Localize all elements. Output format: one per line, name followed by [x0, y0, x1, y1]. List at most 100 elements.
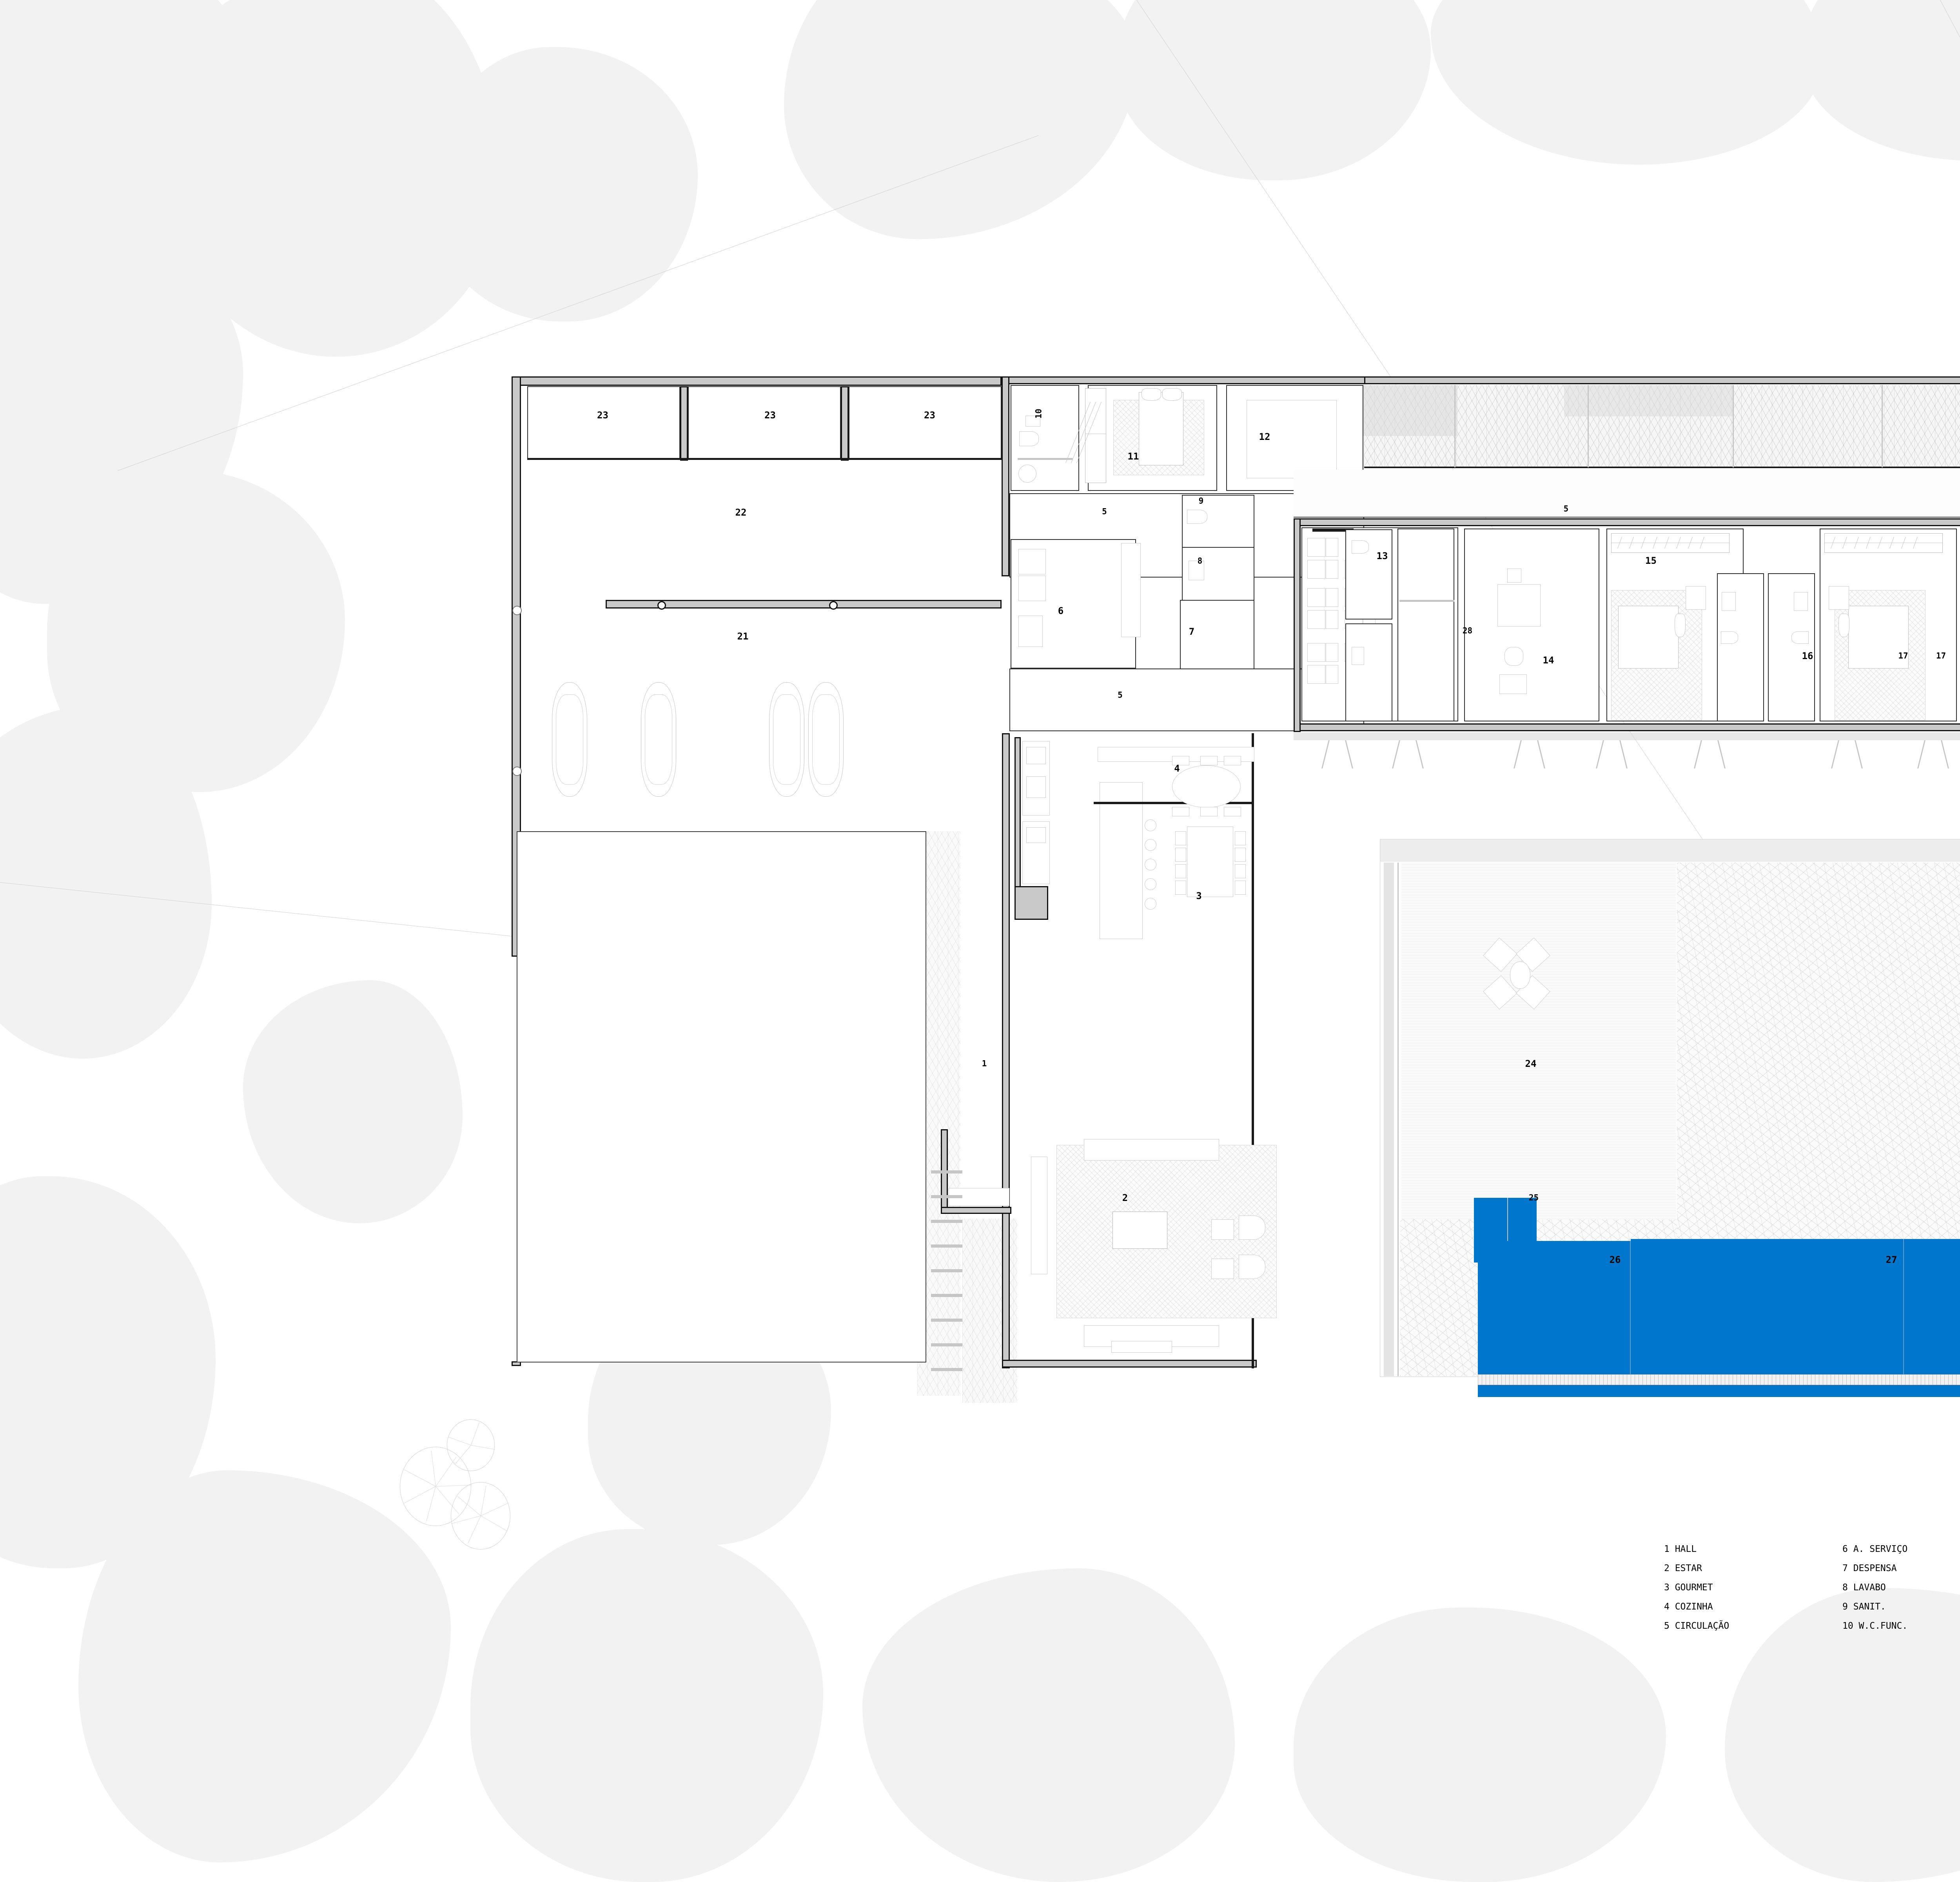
suite-1-closet — [1611, 533, 1730, 553]
garden-joint-3 — [1733, 385, 1734, 467]
kitchen-oven — [1026, 776, 1046, 798]
service-outer-left — [1002, 376, 1009, 576]
office-sofa — [1504, 647, 1523, 666]
prainha-26 — [1478, 1241, 1631, 1374]
pool-west-strip — [1384, 863, 1394, 1376]
room-label-26-34: 26 — [1609, 1254, 1621, 1265]
room-label-10-5: 10 — [1034, 409, 1044, 419]
room-label-22-3: 22 — [735, 507, 747, 518]
room-label-5-18: 5 — [1563, 504, 1569, 513]
box-room-3 — [849, 386, 1002, 459]
bedroom-wing-top-wall — [1294, 518, 1960, 526]
garden-wall-top — [1364, 376, 1960, 384]
garden-shadow-2 — [1564, 385, 1733, 416]
room-label-17-24: 17 — [1898, 651, 1908, 660]
room-label-21-4: 21 — [737, 631, 749, 642]
cinema-screen — [1312, 529, 1354, 532]
beam-anchor-1 — [657, 601, 666, 610]
office-chair — [1507, 569, 1521, 583]
legend-item: 10 W.C.FUNC. — [1842, 1621, 1908, 1631]
wc-func-counter — [1018, 458, 1073, 460]
bedroom-wing-left-wall — [1294, 518, 1301, 732]
pool-seam-1 — [1630, 1241, 1631, 1374]
living-sidetable-1 — [1211, 1219, 1234, 1240]
legend-column-2: 6 A. SERVIÇO 7 DESPENSA 8 LAVABO 9 SANIT. 10… — [1842, 1545, 1960, 1641]
room-label-3-15: 3 — [1196, 890, 1202, 901]
legend-item: 4 COZINHA — [1664, 1602, 1713, 1612]
banho-1-sink — [1722, 592, 1736, 611]
suite-2-pillow — [1838, 614, 1849, 637]
dorm-func-pillow-2 — [1162, 388, 1182, 401]
suite-1-bed — [1618, 606, 1679, 669]
room-label-2-17: 2 — [1122, 1192, 1128, 1203]
quaradouro-beam — [606, 600, 1002, 609]
legend-item: 5 CIRCULAÇÃO — [1664, 1621, 1730, 1631]
dining-table-round — [1172, 765, 1241, 808]
legend-item: 1 HALL — [1664, 1544, 1697, 1554]
room-label-23-0: 23 — [597, 410, 608, 421]
suite-2-nightstand — [1829, 586, 1849, 610]
kitchen-island — [1100, 782, 1143, 939]
legend-item: 9 SANIT. — [1842, 1602, 1886, 1612]
hall-wall-south — [941, 1207, 1011, 1214]
garden-shadow-1 — [1363, 385, 1457, 436]
car-3 — [769, 682, 804, 797]
room-label-17-25: 17 — [1936, 651, 1946, 660]
banho-ext-sink — [1352, 647, 1364, 665]
office-desk — [1497, 584, 1541, 627]
legend-item: 8 LAVABO — [1842, 1582, 1886, 1593]
room-label-16-23: 16 — [1802, 650, 1813, 661]
garage-wall-bottom-left — [512, 1361, 521, 1366]
suite-2-bed — [1848, 606, 1909, 669]
office-bookcase — [1499, 674, 1527, 694]
garden-edge-south — [1364, 467, 1960, 468]
room-label-11-6: 11 — [1127, 451, 1139, 462]
servico-counter — [1121, 543, 1141, 637]
kitchen-partition — [1094, 802, 1252, 804]
pool-west-strip-edge — [1397, 863, 1399, 1376]
pool-seam-2 — [1903, 1239, 1904, 1374]
roupeiro-shelving — [1247, 400, 1337, 478]
legend-item: 7 DESPENSA — [1842, 1563, 1897, 1573]
wc-func-toilet — [1019, 431, 1039, 446]
room-label-13-19: 13 — [1376, 550, 1388, 561]
legend-item: 3 GOURMET — [1664, 1582, 1713, 1593]
living-wall-left — [1002, 733, 1010, 1368]
box-glass-front — [527, 458, 1002, 460]
kitchen-cooktop — [1026, 747, 1046, 764]
room-label-12-7: 12 — [1259, 431, 1270, 442]
suite-1-pillow — [1675, 614, 1686, 637]
spa-25-seam — [1507, 1198, 1508, 1263]
banho-ext-toilet — [1352, 540, 1369, 554]
room-label-5-13: 5 — [1118, 690, 1123, 699]
garage-wall-top — [512, 376, 1002, 386]
suite-2-closet — [1824, 533, 1943, 553]
wc-func-fixture — [1025, 416, 1040, 427]
room-label-5-8: 5 — [1102, 507, 1107, 516]
living-console — [1031, 1157, 1047, 1274]
garage-wall-notch-1 — [512, 606, 522, 615]
living-armchair-1 — [1239, 1215, 1265, 1240]
kitchen-cooktop-2 — [1026, 827, 1046, 843]
sanit-toilet — [1187, 510, 1207, 524]
living-glass-east — [1252, 733, 1254, 1368]
room-banho-2 — [1768, 573, 1815, 721]
garage-yard-outline — [517, 831, 926, 1362]
room-label-4-14: 4 — [1174, 763, 1180, 774]
box-room-2 — [688, 386, 841, 459]
sauna-bench — [1399, 600, 1454, 602]
room-label-27-35: 27 — [1886, 1254, 1897, 1265]
living-sidetable-2 — [1211, 1259, 1234, 1279]
room-label-15-22: 15 — [1645, 555, 1657, 566]
room-label-25-33: 25 — [1528, 1193, 1539, 1203]
piscina-27 — [1631, 1239, 1960, 1374]
living-sofa-top — [1084, 1139, 1219, 1161]
banho-2-sink — [1794, 592, 1808, 611]
box-divider-2 — [841, 386, 849, 461]
garden-joint-4 — [1882, 385, 1883, 467]
legend-item: 6 A. SERVIÇO — [1842, 1544, 1908, 1554]
pantry-shaft — [1014, 886, 1048, 920]
servico-tank — [1018, 616, 1043, 647]
box-room-1 — [527, 386, 680, 459]
